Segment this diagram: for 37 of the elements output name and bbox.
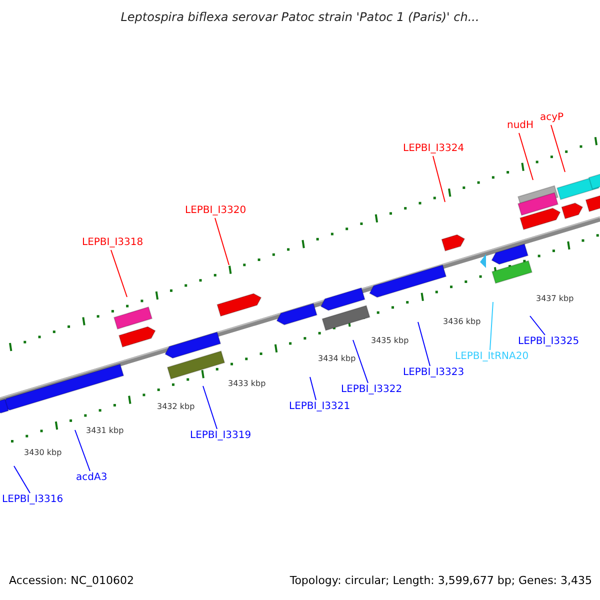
gene-label: LEPBI_I3324 — [403, 143, 464, 155]
leader-line — [352, 340, 368, 384]
gene-label: LEPBI_I3316 — [2, 494, 64, 506]
gene-label: LEPBI_I3322 — [341, 384, 402, 396]
footer-text: Accession: NC_010602 — [9, 575, 134, 587]
leader-line — [432, 156, 446, 202]
leader-line — [418, 322, 430, 366]
tick-label: 3431 kbp — [86, 425, 124, 437]
gene-label: acdA3 — [76, 472, 108, 484]
tick-label: 3436 kbp — [443, 316, 481, 328]
tick-label: 3433 kbp — [228, 378, 266, 390]
tick-label: 3434 kbp — [318, 353, 356, 365]
leader-line — [110, 250, 128, 298]
gene-label: acyP — [540, 112, 564, 124]
tick-label: 3432 kbp — [157, 401, 195, 413]
leader-line — [310, 376, 316, 400]
leader-line — [490, 302, 494, 350]
tick-label: 3430 kbp — [24, 447, 62, 459]
gene-label: nudH — [507, 120, 534, 132]
title: Leptospira biflexa serovar Patoc strain 'Patoc 1 (Paris)' ch... — [120, 10, 480, 24]
gene-label: LEPBI_ItRNA20 — [455, 351, 529, 363]
tick-label: 3437 kbp — [536, 293, 574, 305]
gene-label: LEPBI_I3319 — [190, 430, 252, 442]
leader-line — [14, 466, 30, 494]
gene-label: LEPBI_I3320 — [185, 205, 246, 217]
gene-label: LEPBI_I3321 — [289, 401, 350, 413]
leader-line — [518, 132, 534, 180]
leader-line — [214, 218, 230, 266]
gene-label: LEPBI_I3323 — [403, 367, 464, 379]
gene-label: LEPBI_I3325 — [518, 336, 580, 348]
tick-label: 3435 kbp — [371, 335, 409, 347]
leader-line — [530, 316, 546, 336]
leader-line — [74, 430, 90, 472]
gene-label: LEPBI_I3318 — [82, 237, 144, 249]
footer-text: Topology: circular; Length: 3,599,677 bp; Genes: 3,435 — [290, 575, 592, 587]
leader-line — [550, 124, 566, 172]
leader-line — [202, 386, 218, 430]
